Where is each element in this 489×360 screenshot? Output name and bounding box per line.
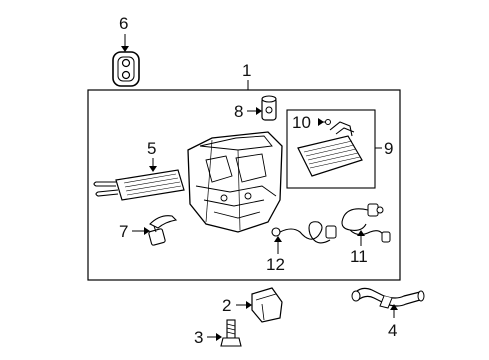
callout-2: 2 <box>222 296 231 315</box>
leader-12-arrow <box>274 236 282 242</box>
bolt-part <box>220 319 242 347</box>
callout-8: 8 <box>234 102 243 121</box>
expansion-valve-part <box>261 95 277 121</box>
callout-1: 1 <box>242 61 251 80</box>
callout-7: 7 <box>119 222 128 241</box>
leader-3-arrow <box>216 333 222 341</box>
leader-4-arrow <box>390 304 398 310</box>
bracket-part <box>251 287 283 323</box>
harness-left-part <box>271 221 337 244</box>
evaporator-box <box>286 109 376 189</box>
air-temperature-sensor-part <box>148 215 178 246</box>
callout-5: 5 <box>147 139 156 158</box>
leader-2-arrow <box>246 301 252 309</box>
assembly-frame <box>87 89 401 281</box>
evaporator-part <box>297 121 363 177</box>
heater-unit-assembly-part <box>187 131 283 233</box>
callout-11: 11 <box>350 247 368 266</box>
leader-7-arrow <box>144 227 150 235</box>
drain-hose-part <box>351 287 425 309</box>
leader-5-arrow <box>149 166 157 172</box>
leader-8-arrow <box>256 107 262 115</box>
heater-core-part <box>93 169 185 201</box>
callout-9: 9 <box>384 139 393 158</box>
leader-10-arrow <box>318 118 324 126</box>
callout-6: 6 <box>119 14 128 33</box>
callout-4: 4 <box>388 321 397 340</box>
callout-3: 3 <box>194 328 203 347</box>
leader-11-arrow <box>357 230 365 236</box>
callout-12: 12 <box>266 255 285 274</box>
harness-right-part <box>341 203 391 243</box>
grommet-part <box>112 51 140 87</box>
leader-6-arrow <box>121 46 129 52</box>
callout-10: 10 <box>292 113 311 132</box>
